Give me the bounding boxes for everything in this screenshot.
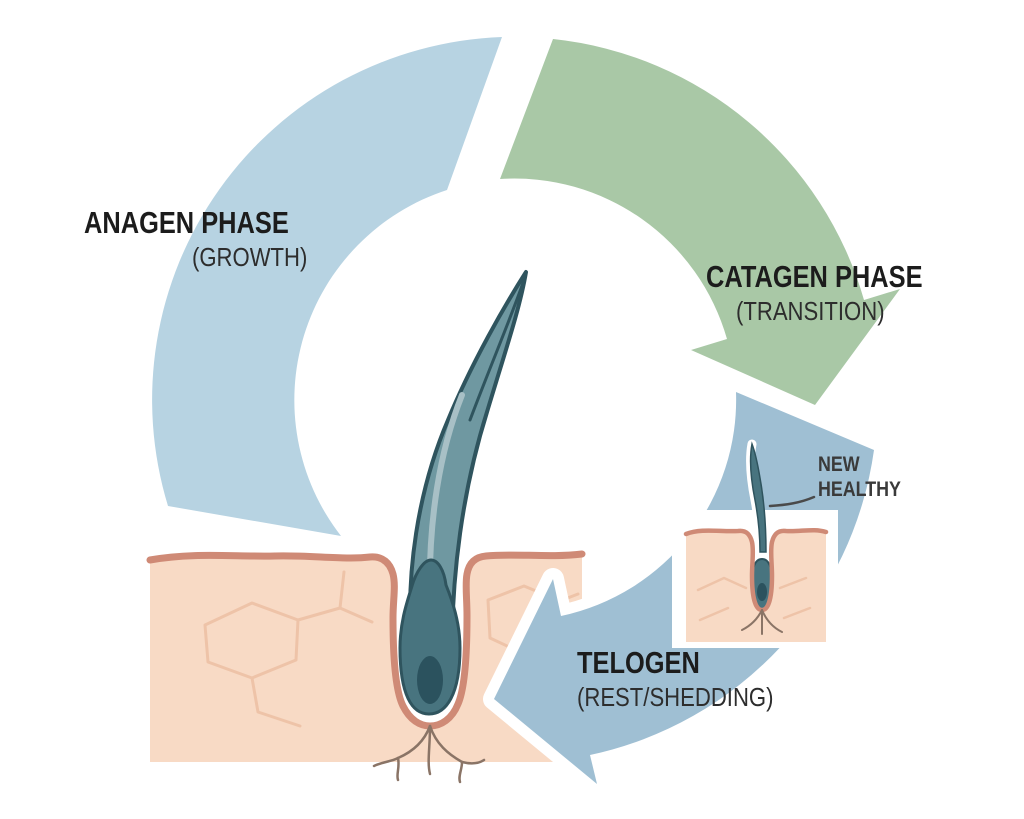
- catagen-subtitle: (TRANSITION): [736, 296, 885, 326]
- texture-line: [782, 606, 812, 620]
- follicle-roots: [372, 724, 486, 784]
- root-line: [761, 609, 783, 633]
- new-healthy-label: NEW HEALTHY: [818, 452, 901, 502]
- inset-follicle: [672, 439, 838, 648]
- texture-line: [778, 576, 808, 590]
- telogen-subtitle: (REST/SHEDDING): [577, 682, 774, 712]
- catagen-arrow-segment: [500, 39, 900, 405]
- catagen-label: CATAGEN PHASE (TRANSITION): [706, 259, 970, 327]
- telogen-label: TELOGEN (REST/SHEDDING): [577, 645, 808, 713]
- root-line: [372, 756, 400, 768]
- inset-roots: [741, 609, 783, 635]
- root-line: [396, 724, 432, 760]
- texture-line: [696, 576, 748, 592]
- anagen-arrow-segment: [152, 37, 502, 536]
- root-line: [741, 609, 763, 631]
- new-healthy-line2: HEALTHY: [818, 478, 901, 501]
- new-hair-strand: [749, 441, 767, 553]
- hair-shaft-midline: [468, 278, 526, 422]
- cycle-arrows: [152, 37, 900, 536]
- texture-line: [338, 570, 346, 610]
- inset-papilla: [757, 583, 767, 601]
- root-line: [460, 758, 486, 765]
- inset-texture: [696, 576, 812, 622]
- telogen-title: TELOGEN: [577, 645, 700, 680]
- anagen-title: ANAGEN PHASE: [84, 205, 289, 240]
- anagen-label: ANAGEN PHASE (GROWTH): [84, 205, 334, 273]
- follicle-bulb: [398, 558, 462, 716]
- anagen-subtitle: (GROWTH): [192, 242, 308, 272]
- new-healthy-line1: NEW: [818, 453, 860, 476]
- texture-cell-left: [203, 601, 300, 680]
- root-line: [427, 724, 432, 776]
- root-line: [428, 724, 464, 764]
- skin-cross-section: [146, 270, 586, 784]
- dermal-papilla: [417, 656, 443, 704]
- catagen-title: CATAGEN PHASE: [706, 259, 923, 294]
- root-line: [458, 760, 464, 784]
- epidermis-line: [146, 550, 586, 730]
- texture-line: [698, 606, 730, 622]
- root-line: [396, 756, 400, 782]
- texture-line: [250, 676, 302, 728]
- inset-pointer-line: [768, 495, 816, 508]
